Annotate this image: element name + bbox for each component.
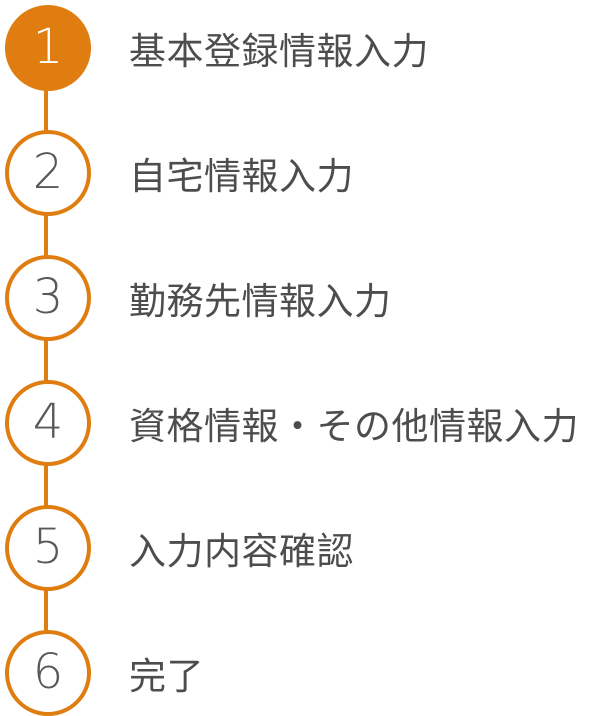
step-1-number: 1 — [32, 19, 64, 75]
step-connector — [44, 212, 48, 258]
step-connector — [44, 588, 48, 632]
step-6-number-circle: 6 — [5, 630, 91, 716]
step-6: 6 完了 — [5, 630, 605, 716]
step-1-label: 基本登録情報入力 — [129, 30, 429, 73]
step-3: 3 勤務先情報入力 — [5, 255, 605, 341]
step-6-number: 6 — [32, 644, 64, 700]
step-connector — [44, 462, 48, 508]
step-3-number-circle: 3 — [5, 255, 91, 341]
step-4: 4 資格情報・その他情報入力 — [5, 380, 605, 466]
step-4-number: 4 — [32, 394, 64, 450]
step-3-label: 勤務先情報入力 — [129, 280, 392, 323]
step-2-number: 2 — [32, 144, 64, 200]
step-connector — [44, 338, 48, 382]
step-6-label: 完了 — [129, 655, 204, 698]
step-5-number: 5 — [32, 519, 64, 575]
step-5: 5 入力内容確認 — [5, 505, 605, 591]
step-3-number: 3 — [32, 269, 64, 325]
step-2-number-circle: 2 — [5, 130, 91, 216]
step-1-number-circle: 1 — [5, 5, 91, 91]
step-5-number-circle: 5 — [5, 505, 91, 591]
step-4-number-circle: 4 — [5, 380, 91, 466]
step-4-label: 資格情報・その他情報入力 — [129, 405, 579, 448]
step-1: 1 基本登録情報入力 — [5, 5, 605, 91]
step-connector — [44, 88, 48, 132]
step-2: 2 自宅情報入力 — [5, 130, 605, 216]
step-5-label: 入力内容確認 — [129, 530, 354, 573]
step-2-label: 自宅情報入力 — [129, 155, 354, 198]
